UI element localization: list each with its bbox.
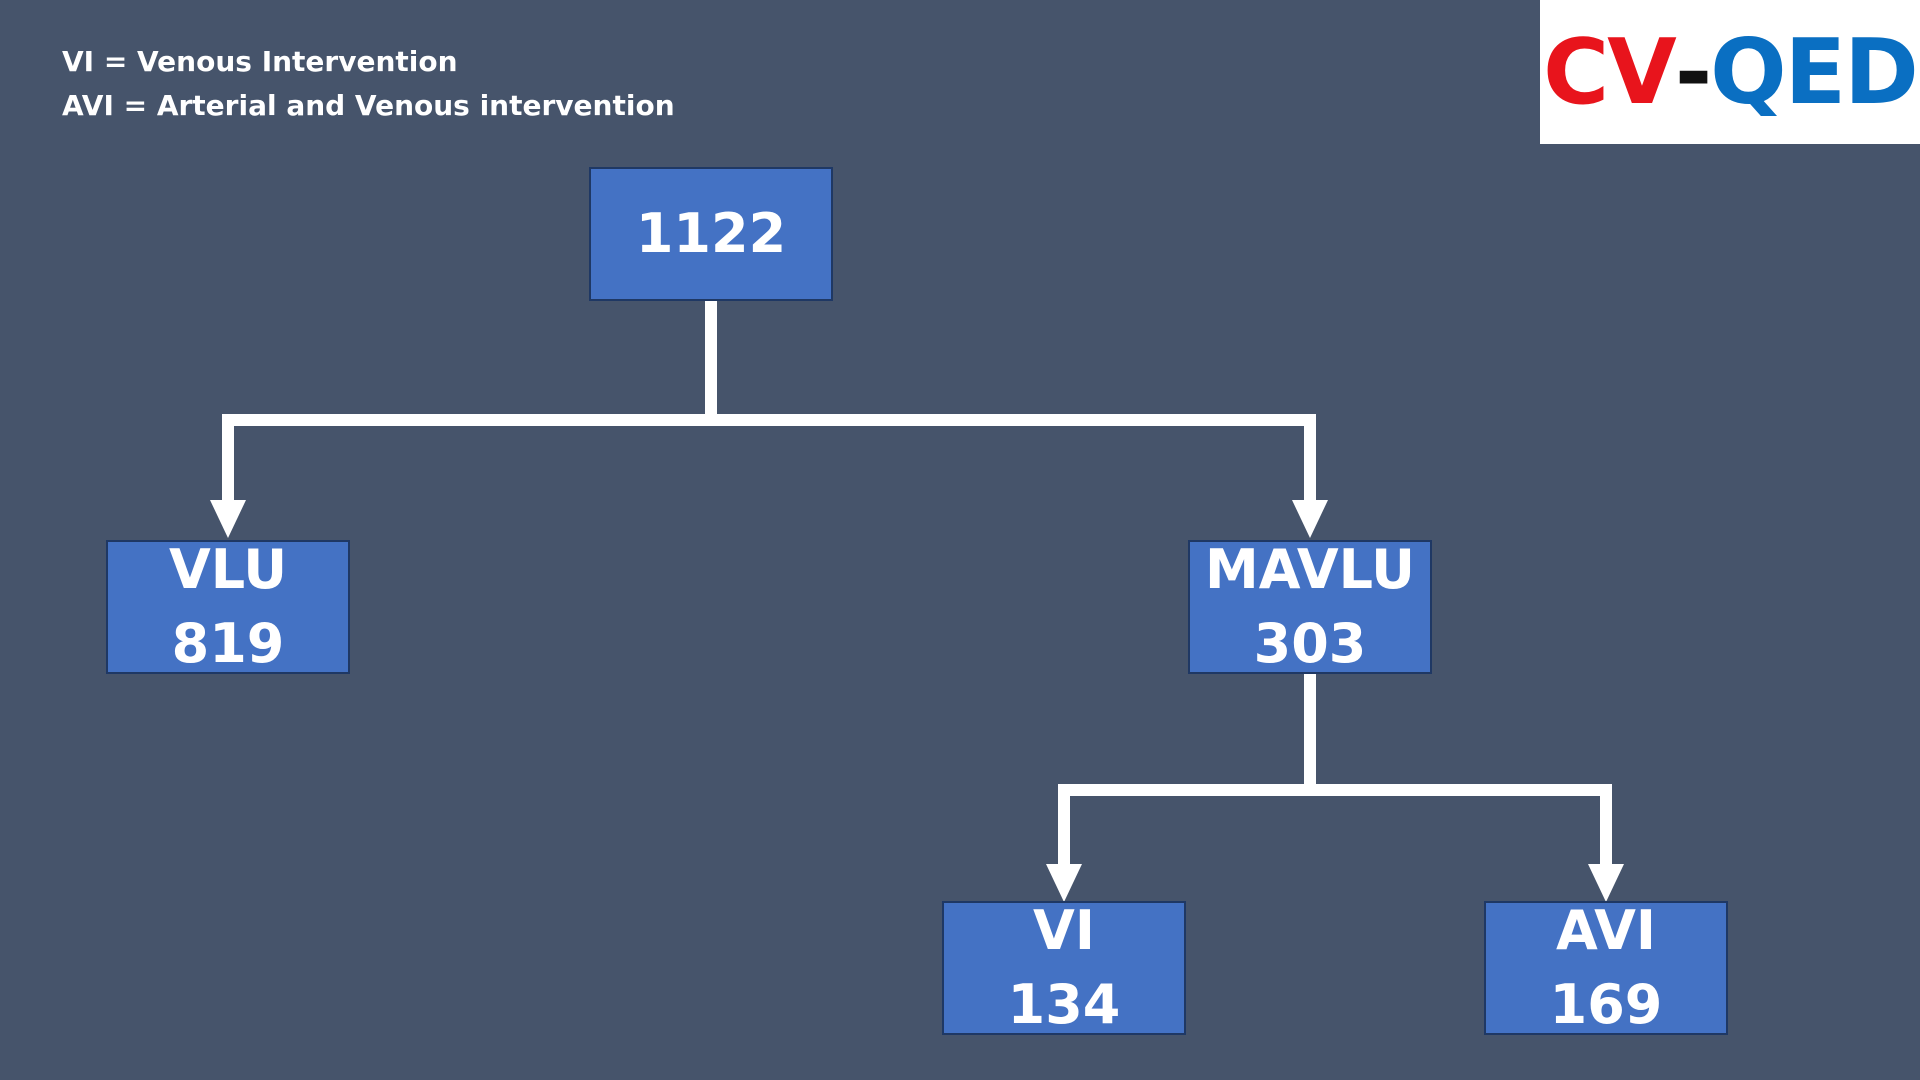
cv-qed-logo: CV-QED bbox=[1540, 0, 1920, 144]
node-root-value: 1122 bbox=[635, 202, 787, 265]
legend: VI = Venous Intervention AVI = Arterial … bbox=[62, 40, 675, 128]
logo-dash: - bbox=[1674, 19, 1712, 125]
node-vlu-label: VLU bbox=[168, 538, 288, 601]
connector-mavlu-to-children bbox=[1046, 674, 1624, 902]
connector-root-to-children bbox=[210, 300, 1328, 538]
logo-part-cv: CV bbox=[1543, 19, 1677, 125]
arrow-to-vlu bbox=[210, 500, 246, 538]
legend-line-avi: AVI = Arterial and Venous intervention bbox=[62, 89, 675, 122]
node-mavlu-value: 303 bbox=[1253, 612, 1367, 675]
node-vi-label: VI bbox=[1033, 899, 1095, 962]
arrow-to-mavlu bbox=[1292, 500, 1328, 538]
node-vi: VI 134 bbox=[942, 899, 1186, 1036]
node-vlu: VLU 819 bbox=[106, 538, 350, 675]
legend-line-vi: VI = Venous Intervention bbox=[62, 45, 458, 78]
node-root-total: 1122 bbox=[589, 167, 833, 301]
node-vlu-value: 819 bbox=[171, 612, 285, 675]
arrow-to-vi bbox=[1046, 864, 1082, 902]
arrow-to-avi bbox=[1588, 864, 1624, 902]
node-mavlu: MAVLU 303 bbox=[1188, 538, 1432, 675]
logo-part-qed: QED bbox=[1710, 19, 1919, 125]
node-avi: AVI 169 bbox=[1484, 899, 1728, 1036]
node-vi-value: 134 bbox=[1007, 973, 1121, 1036]
node-mavlu-label: MAVLU bbox=[1205, 538, 1415, 601]
node-avi-value: 169 bbox=[1549, 973, 1663, 1036]
node-avi-label: AVI bbox=[1555, 899, 1656, 962]
